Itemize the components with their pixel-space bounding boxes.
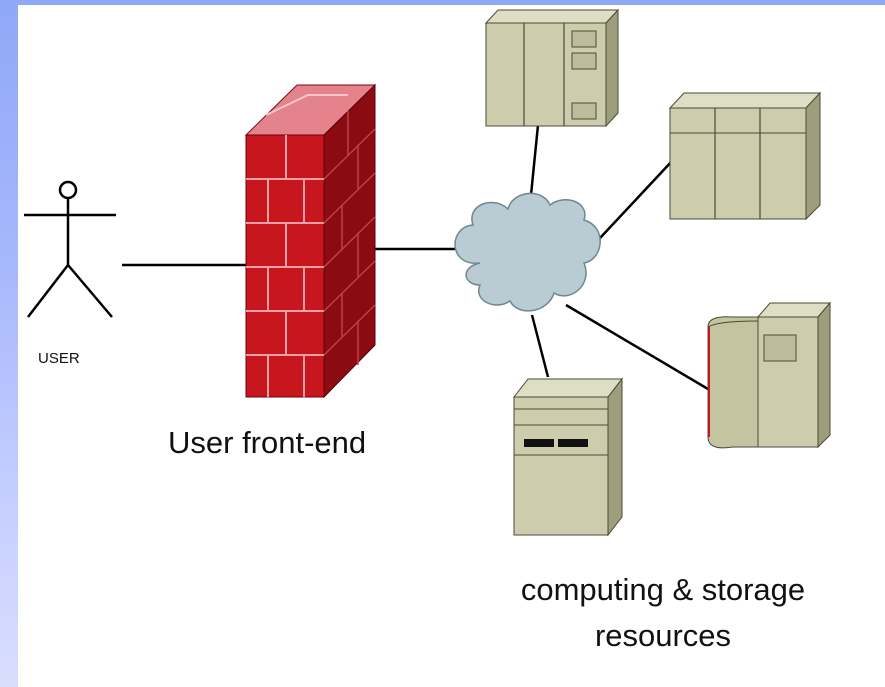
- front-end-label: User front-end: [168, 425, 367, 460]
- tower-server-icon: [512, 377, 624, 537]
- brick-wall-icon: [244, 83, 377, 399]
- cloud-icon: [454, 192, 601, 312]
- rack-server-icon: [484, 8, 620, 128]
- stick-figure-icon: [24, 180, 116, 318]
- rack-server-icon: [668, 91, 822, 221]
- user-label: USER: [38, 350, 80, 367]
- diagram-canvas: USER User front-end computing & storage …: [18, 5, 885, 687]
- connection-lines: [122, 124, 709, 391]
- architecture-diagram: [24, 8, 832, 537]
- mainframe-icon: [707, 301, 832, 449]
- cloud-to-server3-line: [565, 303, 709, 391]
- cloud-to-server4-line: [530, 314, 550, 378]
- cloud-to-server1-line: [528, 124, 540, 206]
- resources-label: computing & storage resources: [520, 572, 806, 653]
